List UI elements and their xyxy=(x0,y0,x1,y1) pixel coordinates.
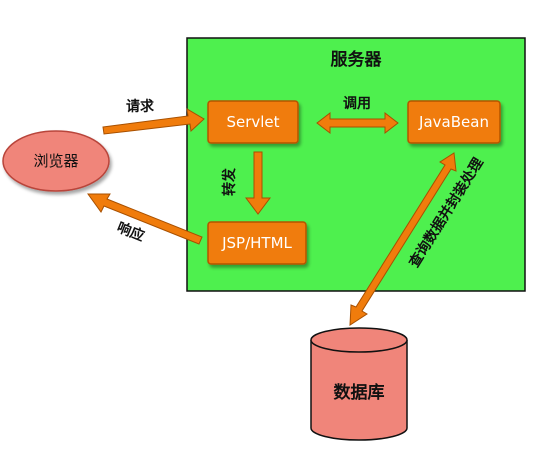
request-label: 请求 xyxy=(126,98,155,115)
response-arrow xyxy=(87,193,203,245)
forward-arrow xyxy=(245,151,271,215)
query-arrow xyxy=(349,152,457,326)
jsp-label: JSP/HTML xyxy=(221,234,292,252)
response-label: 响应 xyxy=(115,219,147,245)
servlet-label: Servlet xyxy=(226,113,279,131)
javabean-label: JavaBean xyxy=(418,113,489,131)
server-title: 服务器 xyxy=(331,49,383,70)
browser-node: 浏览器 xyxy=(2,130,110,192)
browser-label: 浏览器 xyxy=(33,152,78,170)
database-label: 数据库 xyxy=(334,382,385,403)
request-arrow xyxy=(102,108,205,135)
javabean-node: JavaBean xyxy=(407,100,501,144)
call-arrow xyxy=(316,111,399,135)
forward-label: 转发 xyxy=(221,167,238,196)
call-label: 调用 xyxy=(343,96,371,112)
jsp-node: JSP/HTML xyxy=(207,221,307,265)
servlet-node: Servlet xyxy=(207,100,299,144)
database-node: 数据库 xyxy=(310,327,408,441)
